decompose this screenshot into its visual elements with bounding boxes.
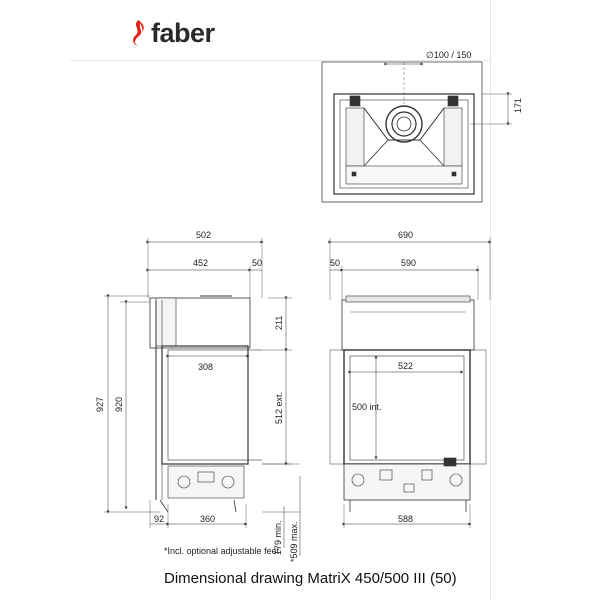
min-height-label: 179 min. <box>273 520 283 555</box>
total-height-label: 927 <box>95 397 105 412</box>
flame-icon <box>133 20 144 46</box>
front-overall-width-label: 690 <box>398 230 413 240</box>
glass-width-label: 308 <box>198 362 213 372</box>
header-rule <box>70 60 490 61</box>
body-height-label: 920 <box>114 397 124 412</box>
drawing-title: Dimensional drawing MatriX 450/500 III (… <box>164 570 457 587</box>
brand-name: faber <box>151 17 215 48</box>
side-ledge-label: 50 <box>252 258 262 268</box>
front-body-width-label: 590 <box>401 258 416 268</box>
side-base-width-label: 360 <box>200 514 215 524</box>
faber-logo: faber <box>128 18 215 48</box>
top-section-label: 211 <box>274 316 284 330</box>
front-view <box>328 238 492 528</box>
front-base-width-label: 588 <box>398 514 413 524</box>
depth-offset-label: 171 <box>513 98 523 113</box>
side-overall-width-label: 502 <box>196 230 211 240</box>
flue-diameter-label: ∅100 / 150 <box>426 50 471 60</box>
side-body-width-label: 452 <box>193 258 208 268</box>
front-glass-height-label: 500 int. <box>352 402 382 412</box>
opening-height-label: 512 ext. <box>274 392 284 424</box>
top-view <box>321 61 512 203</box>
front-glass-width-label: 522 <box>398 361 413 371</box>
max-height-label: *509 max. <box>289 521 299 562</box>
footnote: *Incl. optional adjustable feet <box>164 546 280 556</box>
margin-rule <box>490 0 491 600</box>
front-side-margin-label: 50 <box>330 258 340 268</box>
side-view <box>104 238 301 556</box>
foot-offset-label: 92 <box>154 514 164 524</box>
